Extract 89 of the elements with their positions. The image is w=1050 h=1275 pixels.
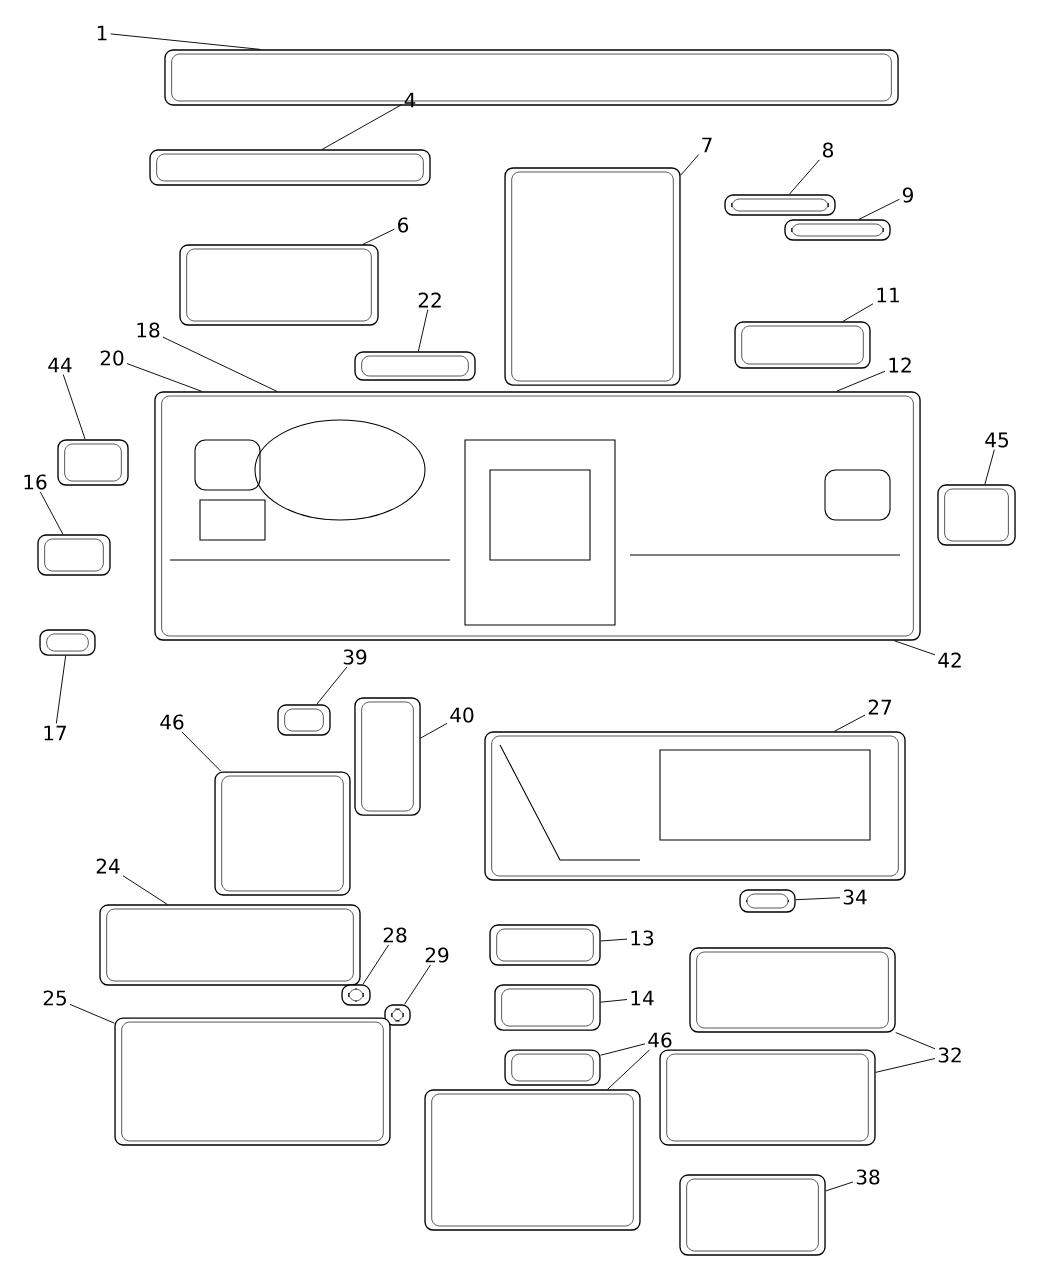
callout-number: 27 — [868, 699, 891, 715]
leader-line — [600, 938, 628, 942]
leader-line — [420, 722, 448, 739]
leader-line — [181, 731, 222, 772]
bracket-drawing — [277, 704, 331, 736]
bezel-drawing — [504, 167, 681, 386]
callout-number: 18 — [137, 322, 160, 338]
dashboard-drawing — [154, 391, 921, 641]
callout-number: 46 — [160, 714, 184, 730]
vent-drawing — [734, 321, 871, 369]
leader-line — [362, 944, 390, 985]
plug-drawing — [39, 629, 96, 656]
callout-number: 11 — [877, 287, 899, 303]
callout-number: 28 — [383, 927, 407, 943]
trim-drawing — [354, 697, 421, 816]
cover-drawing — [114, 1017, 391, 1146]
clip-drawing — [384, 1004, 411, 1026]
vent-drawing — [57, 439, 129, 486]
callout-number: 45 — [985, 432, 1008, 448]
leader-line — [833, 714, 866, 732]
cluster-lens-drawing — [179, 244, 379, 326]
bracket-drawing — [354, 351, 476, 381]
trim-drawing — [504, 1049, 601, 1086]
leader-line — [122, 875, 168, 905]
callout-number: 9 — [902, 187, 913, 203]
leader-line — [39, 491, 64, 535]
leader-line — [110, 33, 261, 50]
leader-line — [55, 655, 67, 724]
radio-drawing — [494, 984, 601, 1031]
switch-drawing — [37, 534, 111, 576]
panel-drawing — [724, 194, 836, 216]
callout-number: 29 — [425, 947, 449, 963]
callout-number: 34 — [843, 889, 867, 905]
callout-number: 16 — [24, 474, 47, 490]
leader-line — [316, 666, 348, 705]
leader-line — [858, 198, 900, 220]
leader-line — [893, 640, 936, 656]
callout-number: 1 — [97, 25, 107, 41]
callout-number: 6 — [398, 217, 409, 233]
cover-drawing — [214, 771, 351, 896]
leader-line — [417, 309, 429, 352]
leader-line — [62, 374, 86, 440]
door-drawing — [659, 1049, 876, 1146]
callout-number: 24 — [96, 858, 120, 874]
callout-number: 25 — [43, 990, 66, 1006]
leader-line — [788, 159, 820, 195]
leader-line — [362, 228, 395, 245]
tray-drawing — [679, 1174, 826, 1256]
callout-number: 39 — [343, 649, 367, 665]
leader-line — [404, 964, 431, 1005]
callout-number: 8 — [823, 142, 833, 158]
leader-line — [984, 449, 995, 485]
callout-number: 12 — [889, 357, 911, 373]
reinforcement-drawing — [99, 904, 361, 986]
callout-number: 17 — [44, 725, 66, 741]
trim-strip-drawing — [149, 149, 431, 186]
callout-number: 32 — [938, 1047, 961, 1063]
callout-number: 7 — [702, 137, 712, 153]
vent-drawing — [937, 484, 1016, 546]
callout-number: 22 — [418, 292, 441, 308]
callout-number: 13 — [631, 930, 654, 946]
leader-line — [600, 999, 628, 1003]
leader-line — [825, 1181, 854, 1192]
leader-line — [680, 154, 700, 176]
callout-number: 14 — [631, 990, 654, 1006]
callout-number: 40 — [450, 707, 474, 723]
callout-number: 4 — [404, 92, 416, 108]
leader-line — [795, 897, 841, 901]
leader-line — [126, 363, 203, 392]
bezel-drawing — [424, 1089, 641, 1231]
leader-line — [600, 1043, 646, 1056]
callout-number: 46 — [648, 1032, 672, 1048]
leader-line — [875, 1058, 936, 1073]
dash-pad-drawing — [164, 49, 899, 106]
bin-drawing — [689, 947, 896, 1033]
control-drawing — [489, 924, 601, 966]
panel-drawing — [784, 219, 891, 241]
leader-line — [321, 104, 402, 150]
clip-drawing — [341, 984, 371, 1006]
leader-line — [842, 303, 874, 322]
switch-drawing — [739, 889, 796, 913]
panel-drawing — [484, 731, 906, 881]
leader-line — [69, 1003, 115, 1024]
callout-number: 38 — [856, 1169, 880, 1185]
callout-number: 20 — [100, 350, 124, 366]
callout-number: 44 — [48, 357, 72, 373]
callout-number: 42 — [938, 652, 961, 668]
leader-line — [895, 1032, 936, 1050]
leader-line — [162, 336, 278, 392]
